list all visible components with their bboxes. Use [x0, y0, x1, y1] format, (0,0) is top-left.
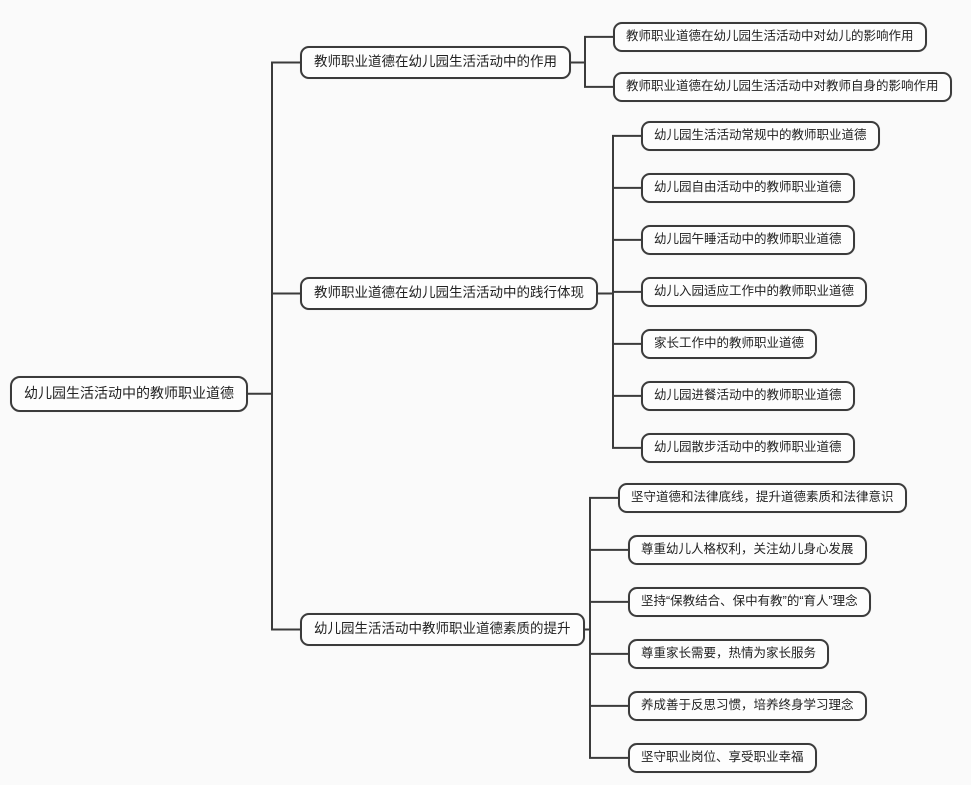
node-leaf-reflection[interactable]: 养成善于反思习惯，培养终身学习理念: [628, 691, 867, 721]
node-branch-improvement[interactable]: 幼儿园生活活动中教师职业道德素质的提升: [300, 613, 585, 646]
node-branch-role[interactable]: 教师职业道德在幼儿园生活活动中的作用: [300, 46, 571, 79]
node-leaf-career-happiness[interactable]: 坚守职业岗位、享受职业幸福: [628, 743, 817, 773]
node-leaf-serve-parents[interactable]: 尊重家长需要，热情为家长服务: [628, 639, 830, 669]
node-leaf-meal[interactable]: 幼儿园进餐活动中的教师职业道德: [641, 381, 855, 411]
node-leaf-influence-children[interactable]: 教师职业道德在幼儿园生活活动中对幼儿的影响作用: [613, 22, 927, 52]
node-leaf-influence-teacher[interactable]: 教师职业道德在幼儿园生活活动中对教师自身的影响作用: [613, 72, 952, 102]
node-leaf-care-education[interactable]: 坚持“保教结合、保中有教”的“育人”理念: [628, 587, 871, 617]
node-leaf-parent-work[interactable]: 家长工作中的教师职业道德: [641, 329, 818, 359]
node-branch-practice[interactable]: 教师职业道德在幼儿园生活活动中的践行体现: [300, 277, 598, 310]
node-leaf-respect-children[interactable]: 尊重幼儿人格权利，关注幼儿身心发展: [628, 535, 867, 565]
node-leaf-adaptation[interactable]: 幼儿入园适应工作中的教师职业道德: [641, 277, 868, 307]
node-leaf-walk[interactable]: 幼儿园散步活动中的教师职业道德: [641, 433, 855, 463]
node-leaf-free-activity[interactable]: 幼儿园自由活动中的教师职业道德: [641, 173, 855, 203]
node-leaf-moral-legal[interactable]: 坚守道德和法律底线，提升道德素质和法律意识: [618, 483, 907, 513]
node-leaf-routine[interactable]: 幼儿园生活活动常规中的教师职业道德: [641, 121, 880, 151]
node-root[interactable]: 幼儿园生活活动中的教师职业道德: [10, 376, 248, 412]
node-leaf-nap[interactable]: 幼儿园午睡活动中的教师职业道德: [641, 225, 855, 255]
